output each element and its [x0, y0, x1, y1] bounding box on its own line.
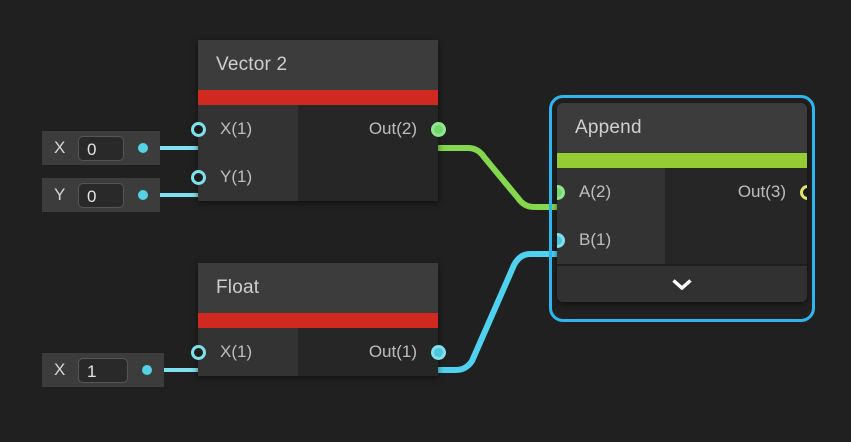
- input-port-a-label: A(2): [579, 182, 612, 201]
- input-port-x-icon[interactable]: [191, 121, 206, 137]
- node-append-title: Append: [575, 117, 642, 138]
- vector2-x-widget[interactable]: X 0: [42, 131, 160, 165]
- float-x-widget[interactable]: X 1: [42, 353, 164, 387]
- output-port-out-label: Out(1): [368, 342, 417, 361]
- node-vector2-inputs: X(1) Y(1): [191, 105, 298, 201]
- node-vector2-accent-bar: [198, 90, 438, 105]
- node-append-inputs: A(2) B(1): [557, 168, 665, 264]
- vector2-y-widget[interactable]: Y 0: [42, 178, 160, 212]
- vector2-x-widget-field[interactable]: 0: [78, 135, 124, 161]
- node-float-title: Float: [216, 277, 260, 298]
- output-port-out-icon[interactable]: [431, 121, 446, 137]
- output-port-out-icon[interactable]: [800, 184, 807, 200]
- input-port-b-label: B(1): [579, 230, 612, 249]
- node-float-outputs: Out(1): [298, 328, 446, 376]
- vector2-y-widget-connector-dot[interactable]: [138, 190, 148, 200]
- input-port-x-label: X(1): [220, 119, 253, 138]
- chevron-down-icon[interactable]: [672, 278, 692, 290]
- port-row-float-x[interactable]: X(1): [191, 328, 298, 376]
- input-port-x-label: X(1): [220, 342, 253, 361]
- input-port-x-icon[interactable]: [191, 344, 206, 360]
- vector2-x-widget-label: X: [54, 138, 66, 157]
- vector2-x-widget-connector-dot[interactable]: [138, 143, 148, 153]
- port-row-vector2-out[interactable]: Out(2): [298, 105, 446, 153]
- output-port-out-label: Out(3): [737, 182, 786, 201]
- port-row-append-out-spacer: [665, 216, 807, 264]
- node-vector2[interactable]: Vector 2 X(1) Y(1) Out(2): [191, 40, 446, 201]
- output-port-out-label: Out(2): [368, 119, 417, 138]
- node-append-expander[interactable]: [557, 264, 807, 302]
- input-port-y-icon[interactable]: [191, 169, 206, 185]
- port-row-append-b[interactable]: B(1): [557, 216, 665, 264]
- output-port-out-icon[interactable]: [431, 344, 446, 360]
- node-vector2-body: X(1) Y(1) Out(2): [191, 105, 446, 201]
- float-x-widget-connector-dot[interactable]: [142, 365, 152, 375]
- wire-vector2-out-to-append-a[interactable]: [421, 145, 579, 210]
- node-append-body: A(2) B(1) Out(3): [557, 168, 807, 264]
- node-append-header[interactable]: Append: [557, 103, 807, 153]
- port-row-append-out[interactable]: Out(3): [665, 168, 807, 216]
- node-float-inputs: X(1): [191, 328, 298, 376]
- node-append-accent-bar: [557, 153, 807, 168]
- vector2-y-widget-label: Y: [54, 185, 66, 204]
- node-float-accent-bar: [198, 313, 438, 328]
- port-row-vector2-x[interactable]: X(1): [191, 105, 298, 153]
- wire-float-out-to-append-b[interactable]: [421, 251, 579, 373]
- port-row-vector2-y[interactable]: Y(1): [191, 153, 298, 201]
- vector2-y-widget-field[interactable]: 0: [78, 182, 124, 208]
- node-float[interactable]: Float X(1) Out(1): [191, 263, 446, 376]
- input-port-a-icon[interactable]: [557, 184, 565, 200]
- node-append[interactable]: Append A(2) B(1) Out(3): [557, 103, 807, 302]
- node-float-body: X(1) Out(1): [191, 328, 446, 376]
- node-vector2-title: Vector 2: [216, 54, 288, 75]
- node-vector2-outputs: Out(2): [298, 105, 446, 201]
- node-append-outputs: Out(3): [665, 168, 807, 264]
- node-float-header[interactable]: Float: [198, 263, 438, 313]
- float-x-widget-field[interactable]: 1: [78, 357, 128, 383]
- port-row-vector2-out-spacer: [298, 153, 438, 201]
- port-row-float-out[interactable]: Out(1): [298, 328, 446, 376]
- input-port-y-label: Y(1): [220, 167, 253, 186]
- input-port-b-icon[interactable]: [557, 232, 565, 248]
- port-row-append-a[interactable]: A(2): [557, 168, 665, 216]
- node-vector2-header[interactable]: Vector 2: [198, 40, 438, 90]
- float-x-widget-label: X: [54, 360, 66, 379]
